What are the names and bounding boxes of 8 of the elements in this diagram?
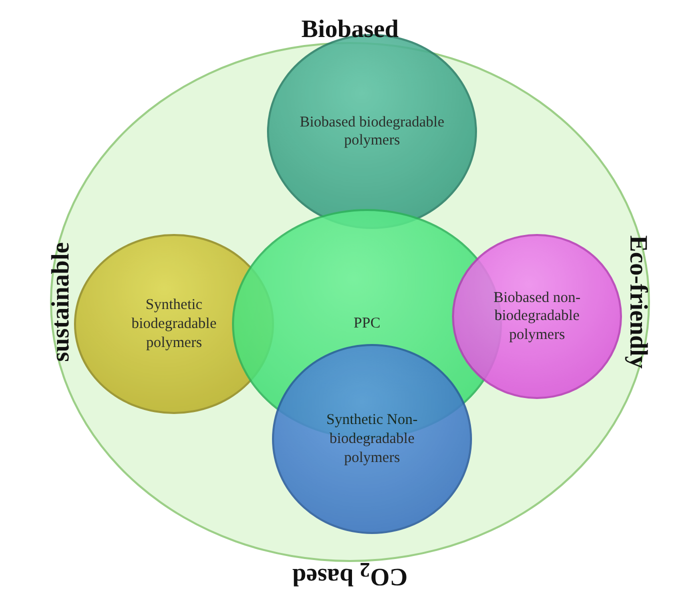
side-heading: sustainable xyxy=(48,242,76,362)
circle-label: PPC xyxy=(352,314,382,334)
circle-label: Biobased non-biodegradable polymers xyxy=(492,288,582,345)
side-heading: Eco-friendly xyxy=(623,235,652,369)
circle-label: Synthetic Non-biodegradable polymers xyxy=(325,410,419,468)
side-heading: Biobased xyxy=(301,16,399,44)
circle-label: Biobased biodegradable polymers xyxy=(298,112,446,150)
circle-label: Synthetic biodegradable polymers xyxy=(130,296,218,352)
